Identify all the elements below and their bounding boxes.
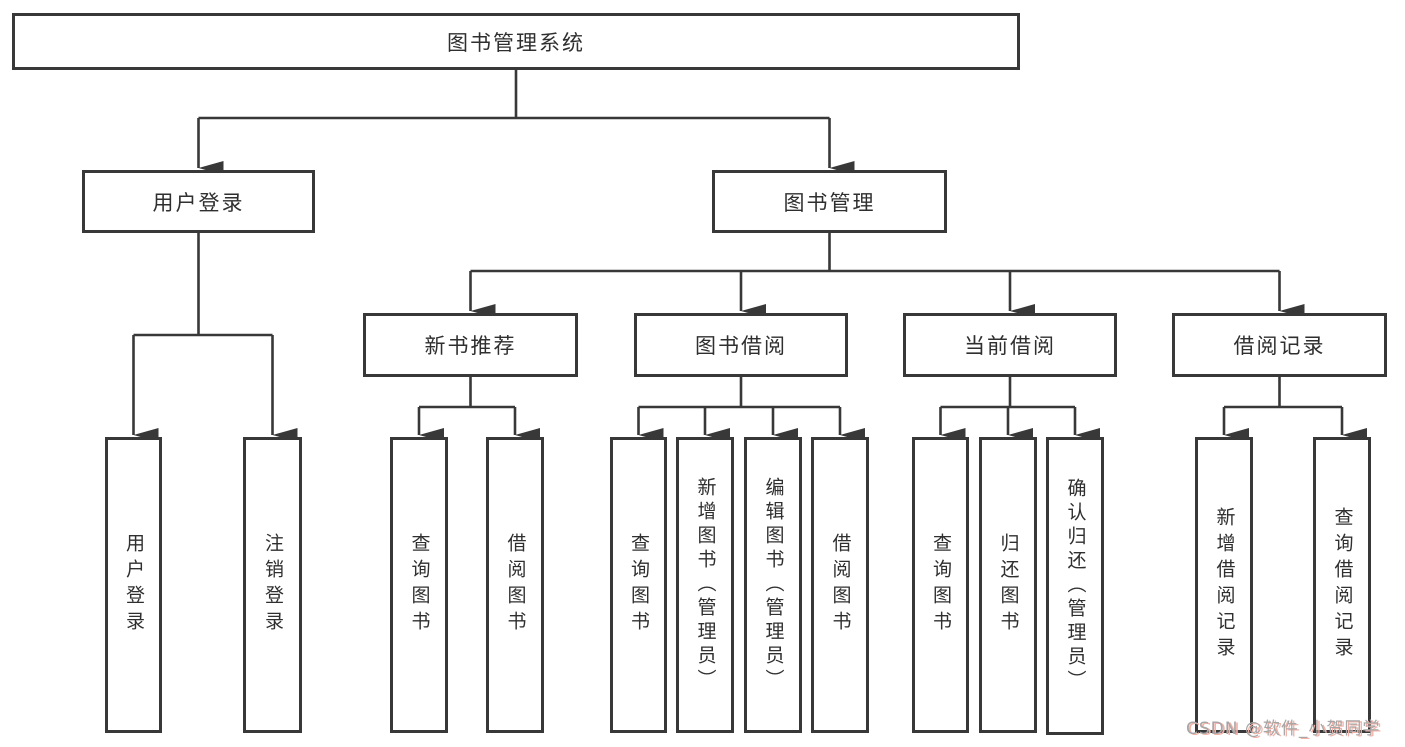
connector bbox=[419, 377, 515, 409]
node-leaf-edit-books-admin: 编辑图书（管理员） bbox=[744, 437, 802, 733]
node-label: 查询图书 bbox=[930, 533, 952, 637]
node-leaf-confirm-return-admin: 确认归还（管理员） bbox=[1046, 437, 1104, 735]
node-label: 用户登录 bbox=[152, 190, 245, 215]
node-label: 查询图书 bbox=[628, 533, 650, 637]
node-leaf-query-books-rec: 查询图书 bbox=[390, 437, 448, 733]
node-label: 图书管理 bbox=[783, 190, 876, 215]
node-label: 注销登录 bbox=[262, 533, 284, 637]
node-label: 新增图书（管理员） bbox=[694, 477, 717, 693]
connector bbox=[940, 377, 1075, 409]
connector bbox=[198, 70, 830, 120]
connector bbox=[1224, 377, 1342, 409]
node-leaf-add-books-admin: 新增图书（管理员） bbox=[676, 437, 734, 733]
node-book-borrowing: 图书借阅 bbox=[634, 313, 848, 377]
node-label: 查询借阅记录 bbox=[1331, 507, 1354, 663]
node-book-management: 图书管理 bbox=[712, 170, 947, 233]
node-leaf-query-books-current: 查询图书 bbox=[912, 437, 969, 733]
csdn-watermark: CSDN @软件_小贺同学 bbox=[1186, 719, 1381, 739]
node-label: 借阅记录 bbox=[1233, 334, 1326, 358]
connector bbox=[638, 377, 840, 409]
node-current-borrowing: 当前借阅 bbox=[903, 313, 1117, 377]
node-root: 图书管理系统 bbox=[12, 13, 1020, 70]
node-leaf-query-borrow-record: 查询借阅记录 bbox=[1313, 437, 1371, 733]
node-label: 图书管理系统 bbox=[447, 30, 585, 55]
node-leaf-borrow-books: 借阅图书 bbox=[811, 437, 869, 733]
node-label: 新增借阅记录 bbox=[1213, 507, 1236, 663]
node-label: 用户登录 bbox=[123, 533, 145, 637]
connector bbox=[133, 233, 273, 337]
node-label: 编辑图书（管理员） bbox=[762, 477, 785, 693]
node-new-book-recommendation: 新书推荐 bbox=[363, 313, 578, 377]
node-leaf-add-borrow-record: 新增借阅记录 bbox=[1195, 437, 1253, 733]
connector bbox=[470, 233, 1280, 273]
node-leaf-return-books: 归还图书 bbox=[979, 437, 1037, 733]
node-label: 新书推荐 bbox=[424, 334, 517, 358]
node-user-login: 用户登录 bbox=[82, 170, 315, 233]
node-leaf-query-books-borrow: 查询图书 bbox=[610, 437, 667, 733]
node-label: 借阅图书 bbox=[829, 533, 852, 637]
node-leaf-user-login: 用户登录 bbox=[105, 437, 162, 733]
node-label: 图书借阅 bbox=[695, 334, 787, 358]
node-label: 归还图书 bbox=[997, 533, 1020, 637]
node-leaf-logout: 注销登录 bbox=[243, 437, 302, 733]
node-label: 查询图书 bbox=[408, 533, 431, 637]
node-leaf-borrow-books-rec: 借阅图书 bbox=[486, 437, 544, 733]
node-label: 确认归还（管理员） bbox=[1064, 478, 1087, 694]
node-label: 借阅图书 bbox=[504, 533, 527, 637]
node-label: 当前借阅 bbox=[964, 334, 1056, 358]
node-borrowing-records: 借阅记录 bbox=[1172, 313, 1387, 377]
